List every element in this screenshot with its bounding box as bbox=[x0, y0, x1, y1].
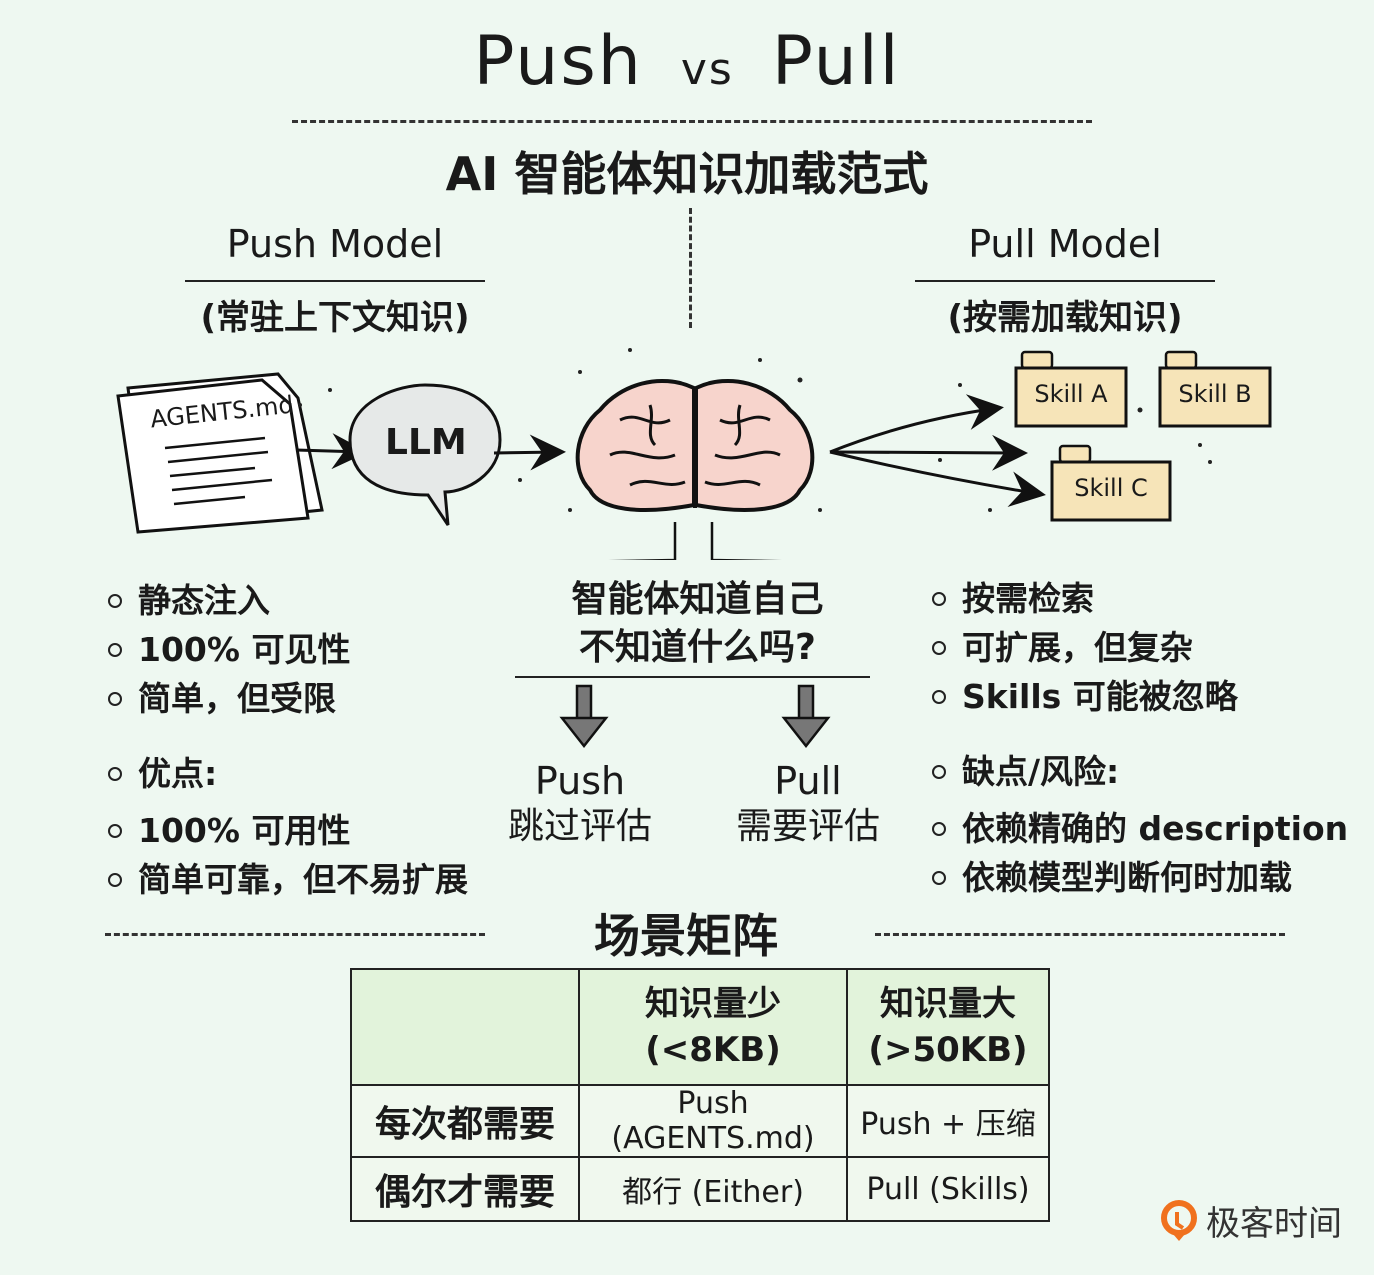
llm-label: LLM bbox=[385, 422, 467, 463]
arrow-to-skill-b bbox=[829, 434, 1028, 471]
bullet-item: 静态注入 bbox=[108, 576, 468, 625]
matrix-column-header: 知识量少(<8KB) bbox=[578, 968, 848, 1086]
bullet-item: 依赖模型判断何时加载 bbox=[932, 853, 1348, 902]
pull-bullets: 按需检索 可扩展，但复杂 Skills 可能被忽略 缺点/风险: 依赖精确的 d… bbox=[932, 574, 1348, 902]
arrow-to-skill-a bbox=[829, 394, 1004, 454]
pull-model-heading: Pull Model bbox=[968, 222, 1162, 266]
brand-logo: 极客时间 bbox=[1160, 1196, 1342, 1245]
title-divider bbox=[292, 120, 1092, 123]
down-arrow-icon-push bbox=[559, 684, 609, 749]
down-arrow-icon-pull bbox=[781, 684, 831, 749]
matrix-cell: Pull (Skills) bbox=[846, 1156, 1050, 1222]
matrix-corner-cell bbox=[350, 968, 580, 1086]
matrix-header-row: 知识量少(<8KB) 知识量大(>50KB) bbox=[350, 968, 1050, 1086]
bullet-dot-icon bbox=[932, 689, 946, 704]
logo-text: 极客时间 bbox=[1206, 1204, 1342, 1244]
bullet-dot-icon bbox=[108, 642, 122, 657]
outcome-pull: Pull 需要评估 bbox=[735, 759, 880, 847]
arrow-llm-to-brain bbox=[493, 434, 566, 471]
title-pull: Pull bbox=[771, 22, 901, 101]
push-model-subheading: (常驻上下文知识) bbox=[200, 298, 470, 338]
skill-a-label: Skill A bbox=[1034, 380, 1108, 408]
push-heading-underline bbox=[185, 280, 485, 282]
folder-icon-skill-a bbox=[1014, 350, 1128, 428]
matrix-column-header: 知识量大(>50KB) bbox=[846, 968, 1050, 1086]
document-icon bbox=[116, 372, 324, 534]
outcome-push: Push 跳过评估 bbox=[507, 759, 652, 847]
pull-model-subheading: (按需加载知识) bbox=[947, 298, 1183, 338]
push-bullets: 静态注入 100% 可见性 简单，但受限 优点: 100% 可用性 简单可靠，但… bbox=[108, 576, 468, 904]
matrix-row-label: 每次都需要 bbox=[350, 1084, 580, 1158]
bullet-dot-icon bbox=[108, 593, 122, 608]
bullet-dot-icon bbox=[932, 591, 946, 606]
cons-heading: 缺点/风险: bbox=[932, 747, 1348, 796]
bullet-item: Skills 可能被忽略 bbox=[932, 672, 1348, 721]
down-arrows bbox=[559, 684, 831, 749]
bullet-dot-icon bbox=[108, 872, 122, 887]
bullet-item: 简单，但受限 bbox=[108, 674, 468, 723]
matrix-divider-left bbox=[105, 933, 485, 936]
matrix-cell: 都行 (Either) bbox=[578, 1156, 848, 1222]
bullet-item: 100% 可见性 bbox=[108, 625, 468, 674]
central-question: 智能体知道自己 不知道什么吗? bbox=[571, 579, 824, 668]
bullet-item: 按需检索 bbox=[932, 574, 1348, 623]
title-push: Push bbox=[473, 22, 643, 101]
bullet-dot-icon bbox=[932, 821, 946, 836]
bullet-dot-icon bbox=[108, 766, 122, 781]
bullet-item: 100% 可用性 bbox=[108, 806, 468, 855]
diagram-drawing bbox=[116, 348, 1272, 560]
scenario-matrix: 知识量少(<8KB) 知识量大(>50KB) 每次都需要 Push (AGENT… bbox=[350, 968, 1050, 1222]
push-model-heading: Push Model bbox=[226, 222, 444, 266]
skill-c-label: Skill C bbox=[1074, 474, 1148, 502]
folder-icon-skill-b bbox=[1158, 350, 1272, 428]
speech-bubble-icon bbox=[348, 383, 502, 526]
matrix-divider-right bbox=[875, 933, 1285, 936]
connector-right bbox=[710, 522, 783, 560]
matrix-row: 每次都需要 Push (AGENTS.md) Push + 压缩 bbox=[350, 1084, 1050, 1158]
bullet-item: 简单可靠，但不易扩展 bbox=[108, 855, 468, 904]
bullet-dot-icon bbox=[932, 640, 946, 655]
title-vs: vs bbox=[680, 44, 734, 95]
matrix-title: 场景矩阵 bbox=[594, 909, 778, 963]
pros-heading: 优点: bbox=[108, 749, 468, 798]
bullet-dot-icon bbox=[932, 870, 946, 885]
matrix-row: 偶尔才需要 都行 (Either) Pull (Skills) bbox=[350, 1156, 1050, 1222]
brain-icon bbox=[575, 379, 815, 512]
matrix-cell: Push (AGENTS.md) bbox=[578, 1084, 848, 1158]
arrow-to-skill-c bbox=[829, 450, 1046, 508]
skill-b-label: Skill B bbox=[1178, 380, 1252, 408]
folder-icon-skill-c bbox=[1050, 444, 1172, 522]
bullet-item: 依赖精确的 description bbox=[932, 804, 1348, 853]
geektime-logo-icon bbox=[1161, 1199, 1197, 1241]
matrix-cell: Push + 压缩 bbox=[846, 1084, 1050, 1158]
connector-left bbox=[608, 522, 677, 560]
pull-heading-underline bbox=[915, 280, 1215, 282]
bullet-dot-icon bbox=[108, 691, 122, 706]
matrix-row-label: 偶尔才需要 bbox=[350, 1156, 580, 1222]
bullet-dot-icon bbox=[108, 823, 122, 838]
question-underline bbox=[515, 676, 870, 678]
center-divider bbox=[689, 208, 692, 328]
decorative-dots bbox=[298, 348, 1212, 512]
bullet-item: 可扩展，但复杂 bbox=[932, 623, 1348, 672]
subtitle: AI 智能体知识加载范式 bbox=[445, 147, 929, 201]
bullet-dot-icon bbox=[932, 764, 946, 779]
